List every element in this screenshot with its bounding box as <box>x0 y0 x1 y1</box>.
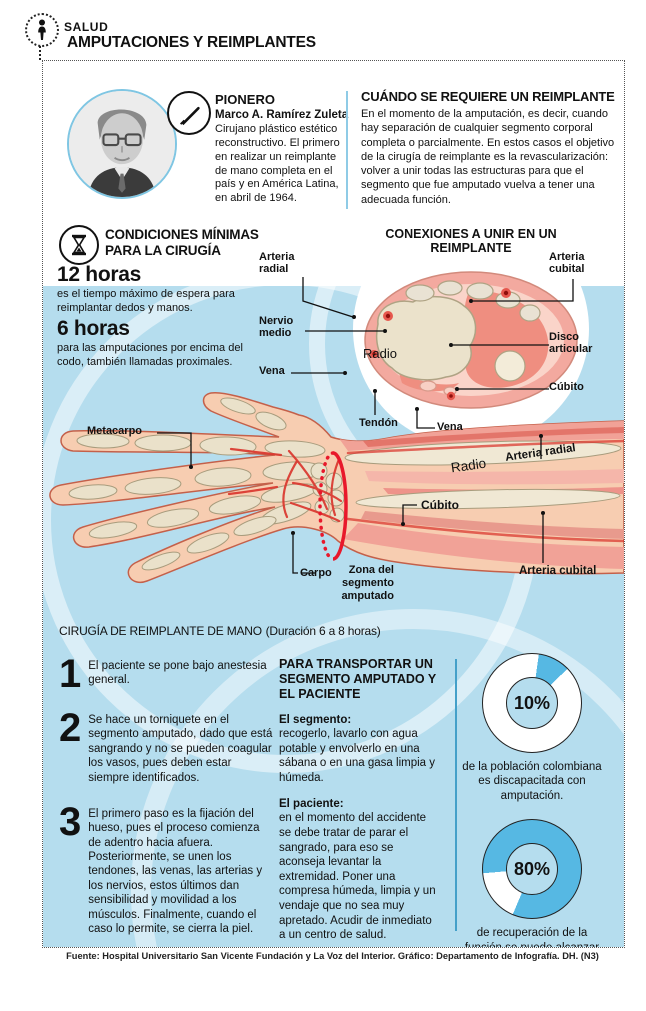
step-2: 2 Se hace un torniquete en el segmento a… <box>59 706 273 785</box>
label-arteria-radial: Arteria radial <box>259 251 295 276</box>
hourglass-icon <box>59 225 99 265</box>
label-zona-segmento-amputado: Zona del segmento amputado <box>341 564 394 603</box>
scalpel-icon <box>167 91 211 135</box>
label-tendon: Tendón <box>359 417 398 429</box>
divider <box>39 46 41 60</box>
step-text: Se hace un torniquete en el segmento amp… <box>88 714 273 784</box>
cirugia-heading: CIRUGÍA DE REIMPLANTE DE MANO (Duración … <box>59 622 381 638</box>
segmento-label: El segmento: <box>279 714 352 726</box>
transporte-column: PARA TRANSPORTAR UN SEGMENTO AMPUTADO Y … <box>279 657 449 947</box>
donut-caption: de la población colombiana es discapacit… <box>462 761 602 802</box>
segmento-text: recogerlo, lavarlo con agua potable y en… <box>279 728 435 784</box>
infographic-body: PIONERO Marco A. Ramírez Zuleta Cirujano… <box>42 60 625 948</box>
label-nervio-medio: Nervio medio <box>259 315 294 340</box>
divider <box>455 659 457 931</box>
label-disco-articular: Disco articular <box>549 331 593 356</box>
label-cubito-antebrazo: Cúbito <box>421 498 459 512</box>
condiciones-text-12h: es el tiempo máximo de espera para reimp… <box>57 288 235 315</box>
hourglass-glyph <box>72 234 86 256</box>
label-radio: Radio <box>363 346 397 361</box>
person-glyph <box>38 19 46 40</box>
transporte-heading: PARA TRANSPORTAR UN SEGMENTO AMPUTADO Y … <box>279 657 436 701</box>
donut-caption: de recuperación de la función se puede a… <box>464 927 600 948</box>
label-metacarpo: Metacarpo <box>87 425 143 437</box>
condiciones-text-6h: para las amputaciones por encima del cod… <box>57 342 243 369</box>
scalpel-glyph <box>179 106 200 126</box>
step-3: 3 El primero paso es la fijación del hue… <box>59 799 273 936</box>
pionero-description: Cirujano plástico estético reconstructiv… <box>215 123 340 205</box>
step-text: El paciente se pone bajo anestesia gener… <box>88 660 267 687</box>
paciente-label: El paciente: <box>279 798 344 811</box>
label-vena: Vena <box>259 365 285 377</box>
donut-center-label: 10% <box>506 677 558 729</box>
cirugia-heading-text: CIRUGÍA DE REIMPLANTE DE MANO <box>59 624 262 638</box>
step-number: 3 <box>59 799 81 844</box>
conexiones-heading: CONEXIONES A UNIR EN UN REIMPLANTE <box>385 227 557 256</box>
person-icon <box>25 13 59 47</box>
portrait-illustration <box>69 91 175 197</box>
statistics-column: 10% de la población colombiana es discap… <box>460 653 604 948</box>
label-arteria-cubital-antebrazo: Arteria cubital <box>519 565 597 577</box>
page-title: AMPUTACIONES Y REIMPLANTES <box>67 34 316 51</box>
label-arteria-cubital: Arteria cubital <box>549 251 585 276</box>
step-1: 1 El paciente se pone bajo anestesia gen… <box>59 652 273 696</box>
paciente-text: en el momento del accidente se debe trat… <box>279 812 436 942</box>
label-carpo: Carpo <box>300 567 332 579</box>
condiciones-value-12h: 12 horas <box>57 263 141 286</box>
cirugia-duration: (Duración 6 a 8 horas) <box>265 624 381 638</box>
cuando-heading: CUÁNDO SE REQUIERE UN REIMPLANTE <box>361 89 615 104</box>
step-number: 1 <box>59 652 81 696</box>
steps-list: 1 El paciente se pone bajo anestesia gen… <box>59 652 273 947</box>
label-vena-inferior: Vena <box>437 421 463 433</box>
hand-anatomy-illustration <box>49 391 624 584</box>
pionero-heading: PIONERO <box>215 92 275 107</box>
step-number: 2 <box>59 706 81 750</box>
donut-chart-80: 80% <box>482 819 582 920</box>
label-cubito: Cúbito <box>549 381 584 393</box>
donut-center-label: 80% <box>506 843 558 896</box>
divider <box>346 91 348 209</box>
condiciones-value-6h: 6 horas <box>57 317 130 340</box>
cuando-body: En el momento de la amputación, es decir… <box>361 108 615 206</box>
pionero-portrait <box>67 89 177 199</box>
section-label: SALUD <box>64 20 109 34</box>
condiciones-heading: CONDICIONES MÍNIMAS PARA LA CIRUGÍA <box>105 227 259 258</box>
donut-chart-10: 10% <box>482 653 582 753</box>
pionero-name: Marco A. Ramírez Zuleta <box>215 109 349 121</box>
step-text: El primero paso es la fijación del hueso… <box>88 807 263 935</box>
source-credit: Fuente: Hospital Universitario San Vicen… <box>66 951 599 961</box>
